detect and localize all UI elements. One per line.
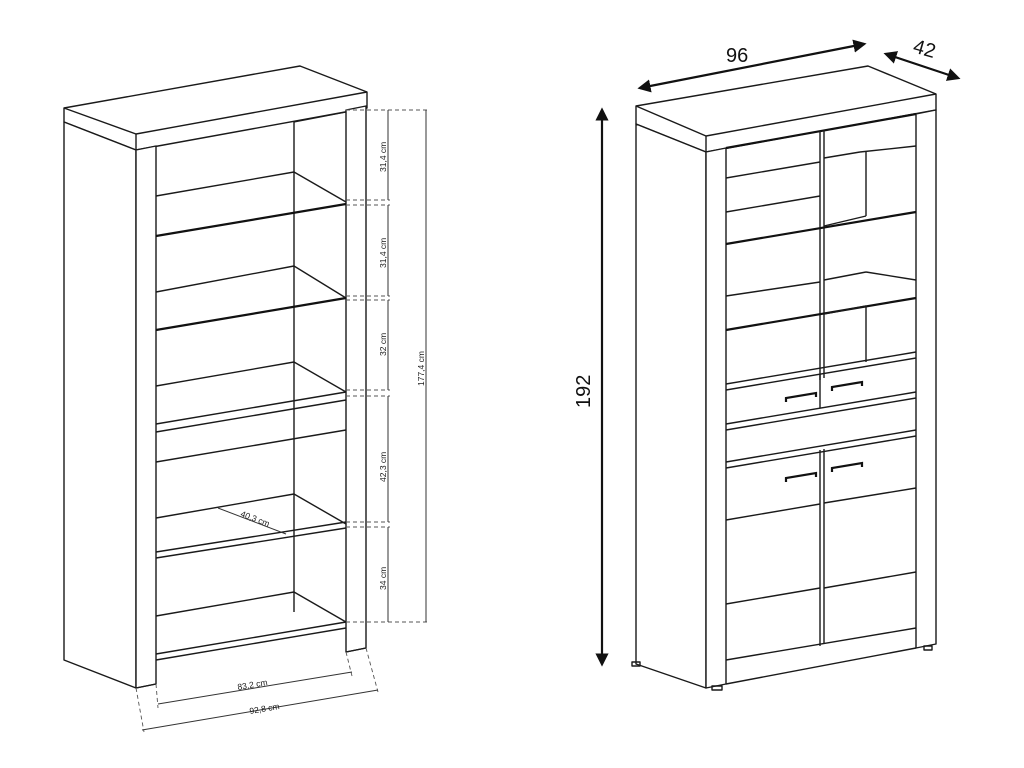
height-label: 192: [573, 375, 595, 408]
width-label: 96: [726, 45, 748, 67]
dim-shelf-1-label: 31,4 cm: [378, 142, 388, 172]
bookcase-left-side-panel: [63, 121, 137, 689]
dim-shelf-5-label: 34 cm: [378, 567, 388, 590]
cabinet-foot-front: [711, 685, 723, 691]
left-horizontal-dimensions: 83,2 cm 92,8 cm: [135, 647, 379, 733]
glass-doors: [725, 112, 917, 385]
closed-cabinet-drawing: [631, 65, 937, 691]
door-handle-right: [830, 461, 864, 472]
width-arrow: [637, 39, 867, 93]
drawer-handle-left: [784, 391, 818, 402]
left-vertical-dimensions: 31,4 cm 31,4 cm 32 cm 42,3 cm 34 cm 177,…: [346, 109, 428, 623]
drawer-handle-right: [830, 380, 864, 391]
dim-shelf-4-label: 42,3 cm: [378, 452, 388, 482]
dim-inner-height-label: 177,4 cm: [416, 351, 426, 386]
open-bookcase-drawing: [63, 65, 368, 689]
cabinet-foot-right: [923, 645, 933, 651]
dim-outer-width-label: 92,8 cm: [249, 701, 280, 716]
cabinet-left-side-panel: [635, 123, 707, 689]
drawer-row: [725, 357, 917, 425]
door-handle-left: [784, 471, 818, 482]
bookcase-top-slab: [63, 65, 368, 151]
dim-shelf-3-label: 32 cm: [378, 333, 388, 356]
dim-inner-depth-label: 40,3 cm: [239, 509, 271, 529]
dim-inner-width-label: 83,2 cm: [237, 677, 268, 692]
bookcase-right-stile: [345, 105, 367, 653]
cabinet-foot-left: [631, 661, 641, 667]
depth-label: 42: [911, 36, 938, 63]
depth-arrow: [883, 51, 961, 81]
bookcase-left-stile: [135, 145, 157, 689]
cabinet-right-stile: [915, 109, 937, 649]
dim-shelf-2-label: 31,4 cm: [378, 238, 388, 268]
cabinet-left-stile: [705, 147, 727, 689]
lower-doors: [725, 435, 917, 661]
inner-depth-dimension: 40,3 cm: [217, 507, 287, 535]
bookcase-shelves: [155, 171, 347, 661]
